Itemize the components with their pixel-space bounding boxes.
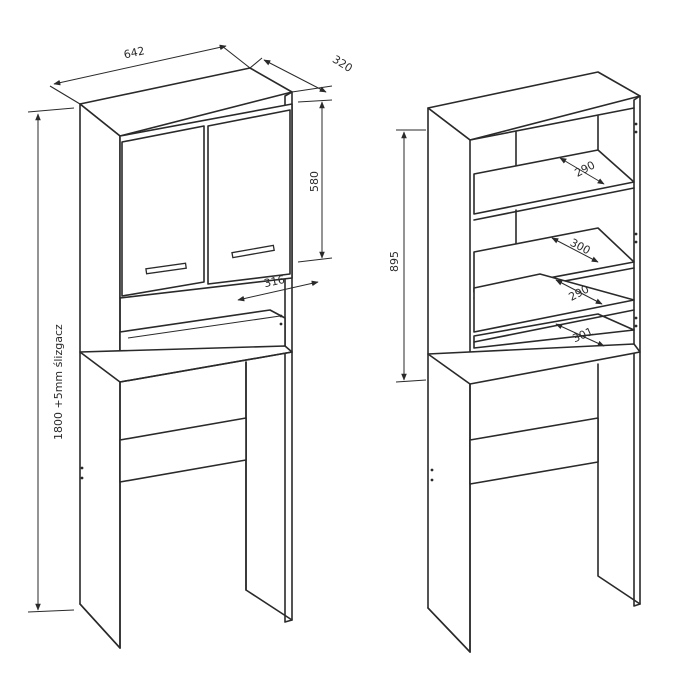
shelf-pin xyxy=(634,122,638,126)
cabinet-open-shelves xyxy=(427,71,641,653)
shelf-pin xyxy=(279,314,283,318)
right-top-panel xyxy=(427,71,641,141)
back-edge xyxy=(469,107,635,141)
foot-pin xyxy=(80,476,84,480)
right-base-crossbar xyxy=(469,417,599,485)
inner-depth-dimension-line xyxy=(237,280,319,302)
right-door xyxy=(207,109,291,285)
foot-pin xyxy=(430,468,434,472)
shelf-height-label: 895 xyxy=(388,251,401,272)
shelf-2-depth-line xyxy=(551,237,599,263)
cabinet-with-doors xyxy=(79,67,293,649)
width-dimension-line xyxy=(53,44,227,86)
width-label: 642 xyxy=(123,44,146,61)
shelf-4 xyxy=(473,313,635,349)
right-base-front xyxy=(427,607,471,653)
foot-pin xyxy=(80,466,84,470)
shelf-3 xyxy=(473,273,635,333)
shelf-4-depth-line xyxy=(555,323,605,347)
shelf-pin xyxy=(279,322,283,326)
shelf-pin xyxy=(634,324,638,328)
total-height-label: 1800 +5mm ślizgacz xyxy=(52,324,65,440)
right-door-handle xyxy=(231,244,275,259)
shelf-pin xyxy=(634,316,638,320)
base-top-panel xyxy=(79,345,293,383)
left-door-handle xyxy=(145,262,187,275)
base-crossbar xyxy=(119,417,247,483)
shelf-pin xyxy=(634,232,638,236)
inner-depth-label: 316 xyxy=(263,273,286,290)
foot-pin xyxy=(430,478,434,482)
base-left-leg-front xyxy=(79,603,121,649)
shelf-pin xyxy=(634,130,638,134)
cabinet-height-label: 580 xyxy=(308,171,321,192)
right-base-top-panel xyxy=(427,343,641,385)
depth-dimension-line xyxy=(263,59,327,93)
niche-inner-line xyxy=(127,315,281,339)
left-door xyxy=(121,125,205,297)
left-dimensions: 642 320 580 316 1800 +5mm ślizgacz xyxy=(27,44,355,613)
base-front-edge xyxy=(119,351,293,383)
shelf-3-depth-line xyxy=(555,279,603,305)
shelf-1-depth-line xyxy=(559,157,605,185)
depth-label: 320 xyxy=(330,53,355,75)
shelf-pin xyxy=(634,240,638,244)
